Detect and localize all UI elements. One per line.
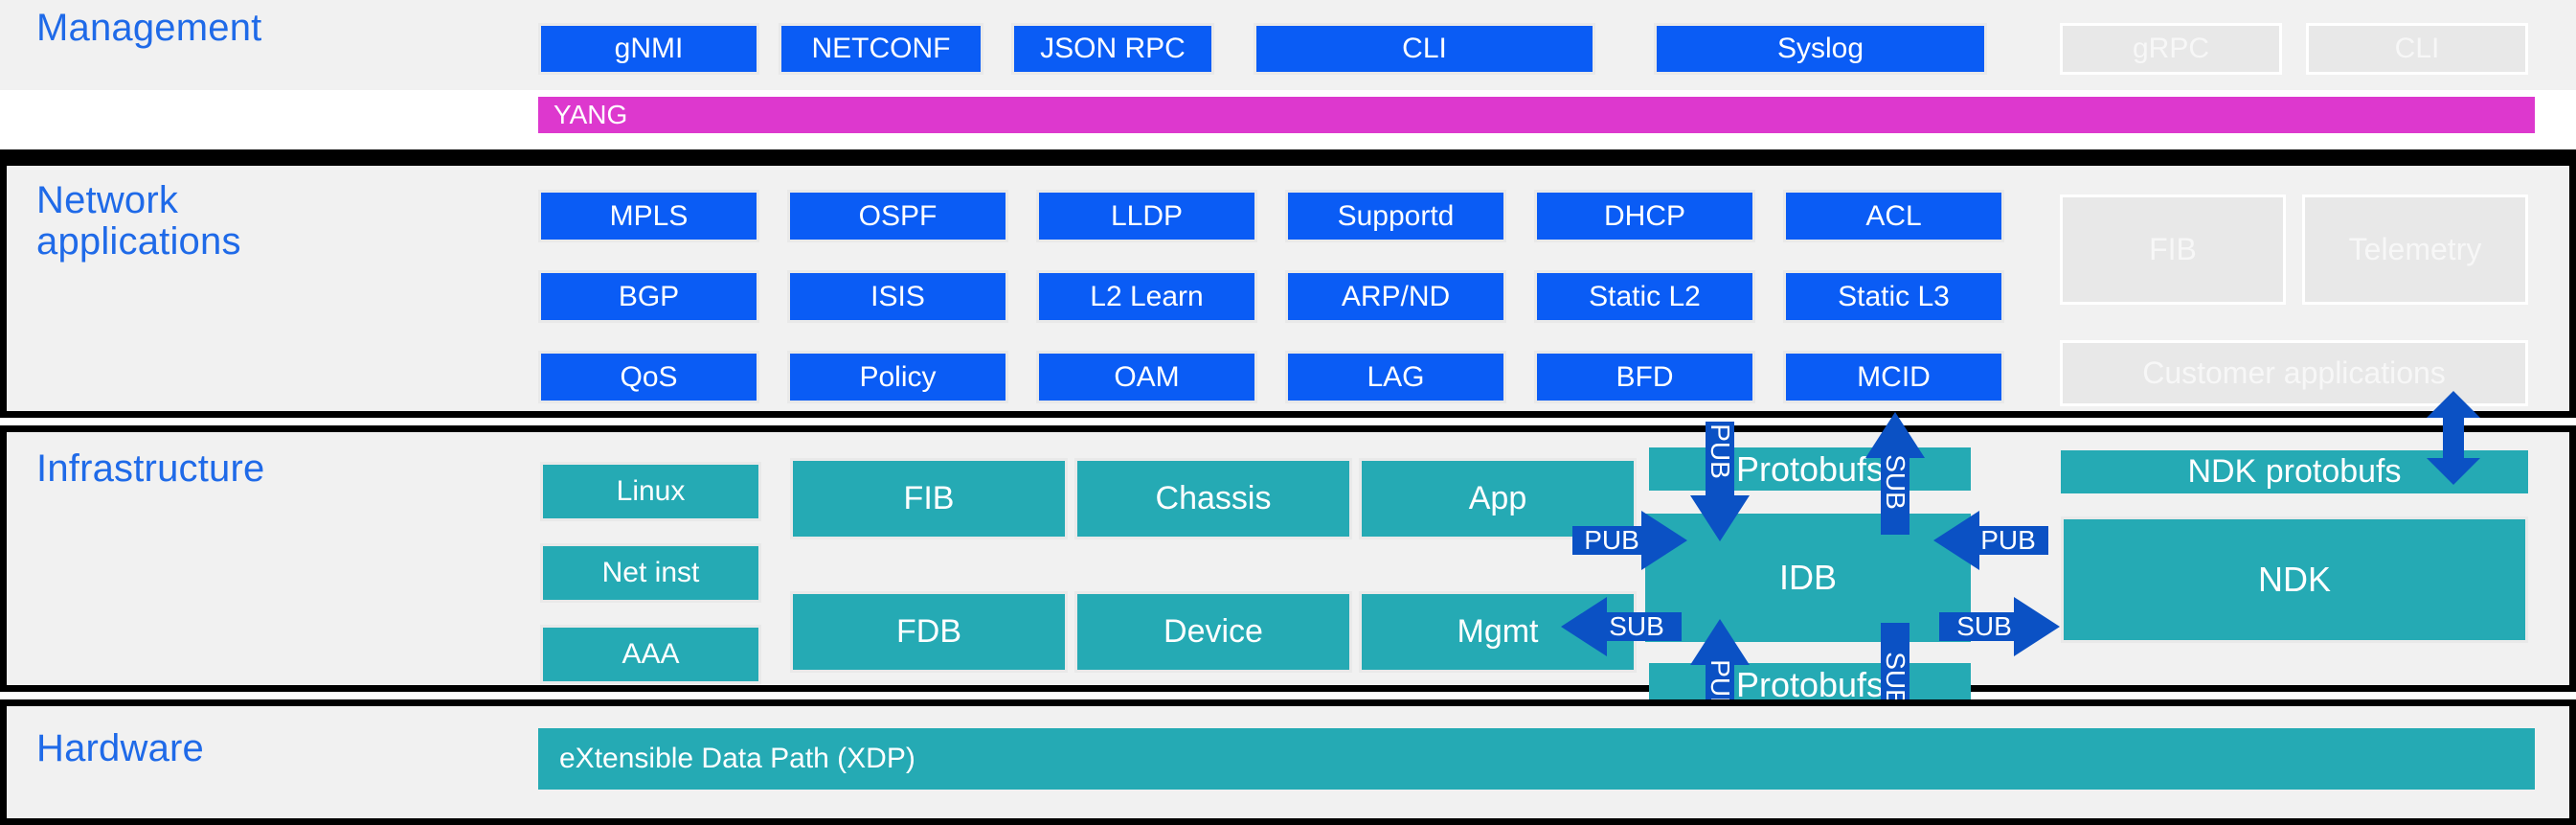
netapp-mpls[interactable]: MPLS bbox=[538, 190, 759, 242]
section-label-management: Management bbox=[36, 7, 262, 49]
mgmt-interface-label: CLI bbox=[1402, 33, 1447, 64]
idb-label: IDB bbox=[1778, 558, 1837, 597]
netapp-label: DHCP bbox=[1603, 199, 1685, 232]
mgmt-interface-cli-ghost: CLI bbox=[2306, 23, 2528, 75]
netapp-l2-learn[interactable]: L2 Learn bbox=[1036, 270, 1257, 323]
infra-aaa[interactable]: AAA bbox=[540, 625, 761, 684]
yang-label: YANG bbox=[554, 100, 628, 129]
mgmt-interface-label: gNMI bbox=[614, 33, 684, 64]
infra-label: Device bbox=[1164, 613, 1263, 650]
infra-fdb[interactable]: FDB bbox=[790, 591, 1068, 673]
infra-linux[interactable]: Linux bbox=[540, 462, 761, 521]
infra-fib[interactable]: FIB bbox=[790, 458, 1068, 539]
netapp-label: Supportd bbox=[1337, 199, 1455, 232]
netapp-ghost-label: Customer applications bbox=[2142, 355, 2446, 390]
arrow-sub-left bbox=[1561, 597, 1682, 656]
netapp-label: LAG bbox=[1367, 360, 1425, 393]
netapp-label: ACL bbox=[1865, 199, 1922, 232]
protobufs-label: Protobufs bbox=[1735, 664, 1885, 704]
netapp-label: MCID bbox=[1857, 360, 1931, 393]
netapp-label: OAM bbox=[1114, 360, 1180, 393]
netapp-label: Policy bbox=[859, 360, 937, 393]
infra-idb: IDB bbox=[1645, 514, 1971, 642]
netapp-arp-nd[interactable]: ARP/ND bbox=[1285, 270, 1506, 323]
netapp-dhcp[interactable]: DHCP bbox=[1534, 190, 1755, 242]
netapp-ghost-label: FIB bbox=[2149, 232, 2197, 266]
mgmt-interface-cli[interactable]: CLI bbox=[1254, 23, 1595, 75]
mgmt-interface-gnmi[interactable]: gNMI bbox=[538, 23, 759, 75]
netapp-label: ARP/ND bbox=[1341, 280, 1451, 312]
arrow-ndk-bidirectional bbox=[2427, 391, 2480, 485]
arrow-pub-top bbox=[1690, 422, 1750, 541]
netapp-label: LLDP bbox=[1110, 199, 1184, 232]
netapp-static-l2[interactable]: Static L2 bbox=[1534, 270, 1755, 323]
section-label-network-applications: Network applications bbox=[36, 179, 241, 264]
divider-management bbox=[0, 149, 2576, 159]
mgmt-interface-syslog[interactable]: Syslog bbox=[1654, 23, 1987, 75]
mgmt-interface-label: JSON RPC bbox=[1040, 33, 1186, 64]
xdp-label: eXtensible Data Path (XDP) bbox=[559, 743, 915, 774]
yang-model-bar: YANG bbox=[538, 97, 2535, 133]
infra-protobufs-bottom: Protobufs bbox=[1649, 663, 1971, 706]
netapp-label: MPLS bbox=[609, 199, 689, 232]
netapp-label: OSPF bbox=[858, 199, 938, 232]
mgmt-interface-label: gRPC bbox=[2132, 33, 2210, 64]
section-label-hardware: Hardware bbox=[36, 727, 204, 769]
netapp-supportd[interactable]: Supportd bbox=[1285, 190, 1506, 242]
netapp-bfd[interactable]: BFD bbox=[1534, 351, 1755, 403]
infra-label: Linux bbox=[616, 475, 686, 507]
netapp-qos[interactable]: QoS bbox=[538, 351, 759, 403]
netapp-ghost-fib: FIB bbox=[2060, 195, 2286, 305]
netapp-policy[interactable]: Policy bbox=[787, 351, 1008, 403]
mgmt-interface-label: Syslog bbox=[1776, 33, 1864, 64]
infra-net-inst[interactable]: Net inst bbox=[540, 543, 761, 603]
netapp-label: BFD bbox=[1616, 360, 1674, 393]
netapp-lldp[interactable]: LLDP bbox=[1036, 190, 1257, 242]
infra-device[interactable]: Device bbox=[1074, 591, 1352, 673]
section-label-infrastructure: Infrastructure bbox=[36, 447, 265, 490]
netapp-label: QoS bbox=[620, 360, 678, 393]
netapp-oam[interactable]: OAM bbox=[1036, 351, 1257, 403]
netapp-ghost-telemetry: Telemetry bbox=[2302, 195, 2528, 305]
netapp-label: Static L2 bbox=[1589, 280, 1701, 312]
netapp-label: Static L3 bbox=[1838, 280, 1950, 312]
infra-label: AAA bbox=[621, 638, 680, 670]
infra-label: Chassis bbox=[1155, 480, 1272, 516]
mgmt-interface-label: NETCONF bbox=[811, 33, 951, 64]
netapp-label: L2 Learn bbox=[1090, 280, 1204, 312]
mgmt-interface-grpc-ghost: gRPC bbox=[2060, 23, 2282, 75]
netapp-label: ISIS bbox=[870, 280, 925, 312]
arrow-pub-left bbox=[1572, 511, 1687, 570]
netapp-label: BGP bbox=[618, 280, 680, 312]
protobufs-label: Protobufs bbox=[1735, 448, 1885, 489]
arrow-sub-top bbox=[1865, 412, 1925, 535]
mgmt-interface-json-rpc[interactable]: JSON RPC bbox=[1011, 23, 1214, 75]
ndk-protobufs-label: NDK protobufs bbox=[2187, 453, 2402, 490]
netapp-isis[interactable]: ISIS bbox=[787, 270, 1008, 323]
infra-ndk[interactable]: NDK bbox=[2061, 516, 2528, 643]
arrow-sub-right bbox=[1939, 597, 2060, 656]
hardware-xdp-bar: eXtensible Data Path (XDP) bbox=[538, 728, 2535, 790]
infra-label: FIB bbox=[903, 480, 955, 516]
netapp-static-l3[interactable]: Static L3 bbox=[1783, 270, 2004, 323]
netapp-mcid[interactable]: MCID bbox=[1783, 351, 2004, 403]
infra-label: Net inst bbox=[601, 557, 700, 588]
infra-app[interactable]: App bbox=[1359, 458, 1637, 539]
netapp-lag[interactable]: LAG bbox=[1285, 351, 1506, 403]
netapp-ospf[interactable]: OSPF bbox=[787, 190, 1008, 242]
arrow-pub-right bbox=[1933, 511, 2048, 570]
infra-label: FDB bbox=[896, 613, 961, 650]
netapp-ghost-label: Telemetry bbox=[2348, 232, 2482, 266]
infra-label: Mgmt bbox=[1457, 613, 1539, 650]
arrow-pub-bottom bbox=[1690, 619, 1750, 739]
infra-chassis[interactable]: Chassis bbox=[1074, 458, 1352, 539]
mgmt-interface-label: CLI bbox=[2394, 33, 2440, 64]
ndk-label: NDK bbox=[2257, 560, 2331, 599]
mgmt-interface-netconf[interactable]: NETCONF bbox=[779, 23, 983, 75]
infra-protobufs-top: Protobufs bbox=[1649, 447, 1971, 491]
netapp-acl[interactable]: ACL bbox=[1783, 190, 2004, 242]
netapp-bgp[interactable]: BGP bbox=[538, 270, 759, 323]
infra-label: App bbox=[1468, 480, 1527, 516]
